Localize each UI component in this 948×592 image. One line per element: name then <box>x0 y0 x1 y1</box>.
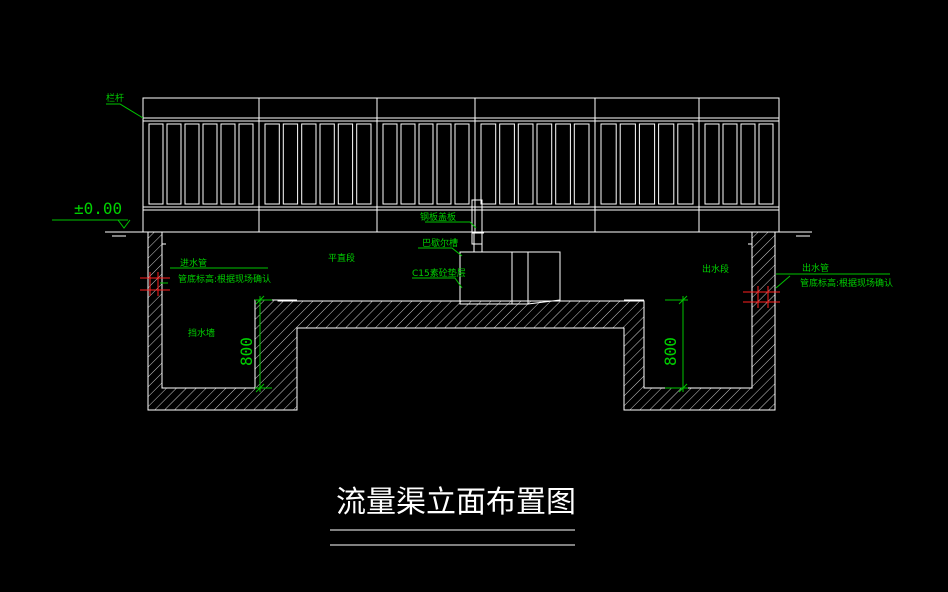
railing-baluster <box>148 123 164 205</box>
left-depth-dim: 800 <box>237 337 256 366</box>
railing-baluster <box>301 123 317 205</box>
label-railing: 栏杆 <box>106 92 124 104</box>
dimension-right: 800 <box>661 295 688 393</box>
channel-section <box>147 231 776 411</box>
label-outlet-note: 管底标高:根据现场确认 <box>800 277 893 289</box>
inlet-pipe <box>140 272 170 296</box>
railing-baluster <box>638 123 656 205</box>
right-depth-dim: 800 <box>661 337 680 366</box>
label-steel-cover: 钢板盖板 <box>420 211 456 223</box>
railing-baluster <box>400 123 416 205</box>
label-weir: 巴歇尔槽 <box>422 237 458 249</box>
ground-line <box>105 231 812 237</box>
railing-baluster <box>356 123 372 205</box>
railing-baluster <box>202 123 218 205</box>
parshall-flume <box>459 199 561 305</box>
label-flat-section: 平直段 <box>328 252 355 264</box>
railing-baluster <box>722 123 738 205</box>
railing-baluster <box>555 123 571 205</box>
elevation-text: ±0.00 <box>74 199 122 218</box>
leaders <box>106 103 890 289</box>
railing-baluster <box>600 123 617 205</box>
railing-baluster <box>536 123 553 205</box>
railing-baluster <box>238 123 254 205</box>
label-wall: 挡水墙 <box>188 327 215 339</box>
railing-baluster <box>382 123 398 205</box>
label-outlet-section: 出水段 <box>702 263 729 275</box>
drawing-title: 流量渠立面布置图 <box>336 485 576 520</box>
railing-baluster <box>454 123 470 205</box>
railing-baluster <box>436 123 452 205</box>
label-inlet-pipe: 进水管 <box>180 257 207 269</box>
label-c15: C15素砼垫层 <box>412 267 466 279</box>
railing-baluster <box>184 123 200 205</box>
railing-baluster <box>517 123 534 205</box>
railing-baluster <box>658 123 675 205</box>
railing-baluster <box>499 123 515 205</box>
railing-baluster <box>619 123 636 205</box>
railing-baluster <box>758 123 774 205</box>
railing-baluster <box>573 123 590 205</box>
railing <box>142 97 780 233</box>
dimension-left: 800 <box>237 295 272 393</box>
railing-baluster <box>264 123 280 205</box>
outlet-pipe <box>743 286 780 308</box>
railing-baluster <box>282 123 299 205</box>
railing-baluster <box>704 123 720 205</box>
label-outlet-pipe: 出水管 <box>802 262 829 274</box>
railing-baluster <box>418 123 434 205</box>
railing-baluster <box>337 123 354 205</box>
railing-baluster <box>740 123 756 205</box>
railing-baluster <box>220 123 236 205</box>
railing-baluster <box>166 123 182 205</box>
elevation-marker: ±0.00 <box>52 199 131 229</box>
railing-baluster <box>677 123 694 205</box>
railing-baluster <box>480 123 497 205</box>
label-inlet-note: 管底标高:根据现场确认 <box>178 273 271 285</box>
railing-baluster <box>319 123 335 205</box>
